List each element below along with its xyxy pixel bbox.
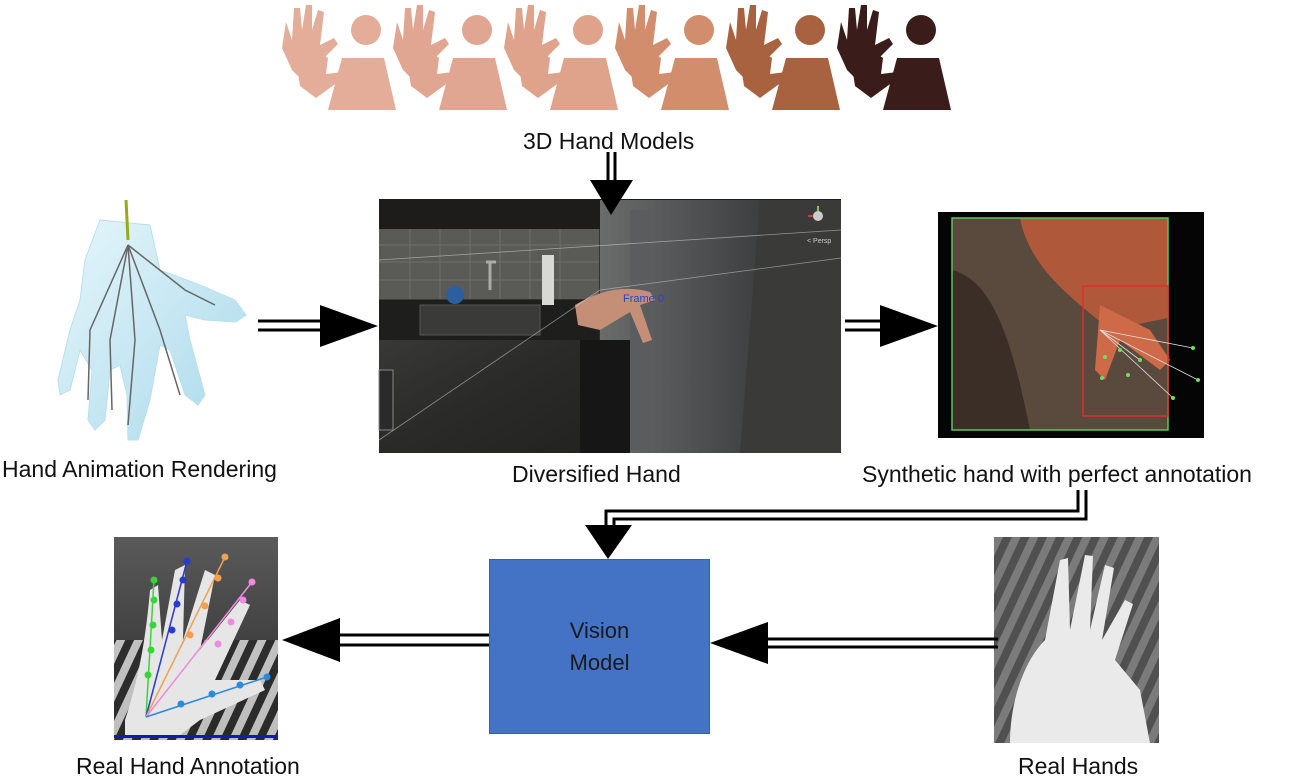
- vision-model-box: Vision Model: [489, 559, 710, 734]
- real-annotation-label: Real Hand Annotation: [76, 753, 300, 779]
- real-annotation-image: [114, 537, 278, 740]
- keypoint: [248, 578, 256, 586]
- hand-model-2: [393, 5, 507, 110]
- keypoint: [144, 671, 152, 679]
- keypoint: [221, 553, 229, 561]
- animation-label: Hand Animation Rendering: [2, 456, 277, 482]
- hand-models-row: [282, 5, 951, 110]
- arrow-realhands-to-model: [710, 622, 998, 664]
- arrow-diversified-to-synthetic: [845, 305, 938, 347]
- keypoint: [236, 681, 244, 689]
- real-hands-image: [994, 537, 1159, 743]
- hand-model-3: [504, 5, 618, 110]
- arrow-model-to-annotation: [282, 618, 495, 662]
- vision-model-line2: Model: [569, 649, 630, 675]
- keypoint: [208, 690, 216, 698]
- keypoint: [239, 596, 247, 604]
- keypoint: [150, 596, 158, 604]
- keypoint: [214, 574, 222, 582]
- keypoint: [168, 626, 176, 634]
- hand-model-5: [726, 5, 840, 110]
- animation-hand-image: [57, 199, 247, 441]
- keypoint: [150, 576, 158, 584]
- scene-gizmo-icon: [808, 206, 823, 221]
- arrow-synthetic-to-model: [585, 490, 1088, 559]
- keypoint: [177, 700, 185, 708]
- diversified-hand-image: Frame 0 < Persp: [378, 199, 842, 453]
- keypoint: [263, 673, 271, 681]
- hand-model-4: [615, 5, 729, 110]
- keypoint: [186, 631, 194, 639]
- real-hands-label: Real Hands: [1018, 753, 1139, 779]
- models-label: 3D Hand Models: [523, 128, 695, 154]
- diversified-label: Diversified Hand: [512, 461, 681, 487]
- keypoint: [173, 600, 181, 608]
- frame-label: Frame 0: [623, 293, 664, 305]
- synthetic-hand-image: [938, 212, 1204, 438]
- keypoint: [214, 640, 222, 648]
- vision-model-line1: Vision: [569, 617, 630, 643]
- arrow-animation-to-diversified: [258, 305, 378, 347]
- persp-label: < Persp: [807, 238, 831, 245]
- hand-model-6: [837, 5, 951, 110]
- keypoint: [147, 646, 155, 654]
- keypoint: [179, 576, 187, 584]
- hand-model-1: [282, 5, 396, 110]
- keypoint: [201, 602, 209, 610]
- arrow-models-to-diversified: [590, 152, 633, 215]
- keypoint: [227, 618, 235, 626]
- synthetic-label: Synthetic hand with perfect annotation: [862, 461, 1252, 487]
- keypoint: [183, 557, 191, 565]
- keypoint: [149, 621, 157, 629]
